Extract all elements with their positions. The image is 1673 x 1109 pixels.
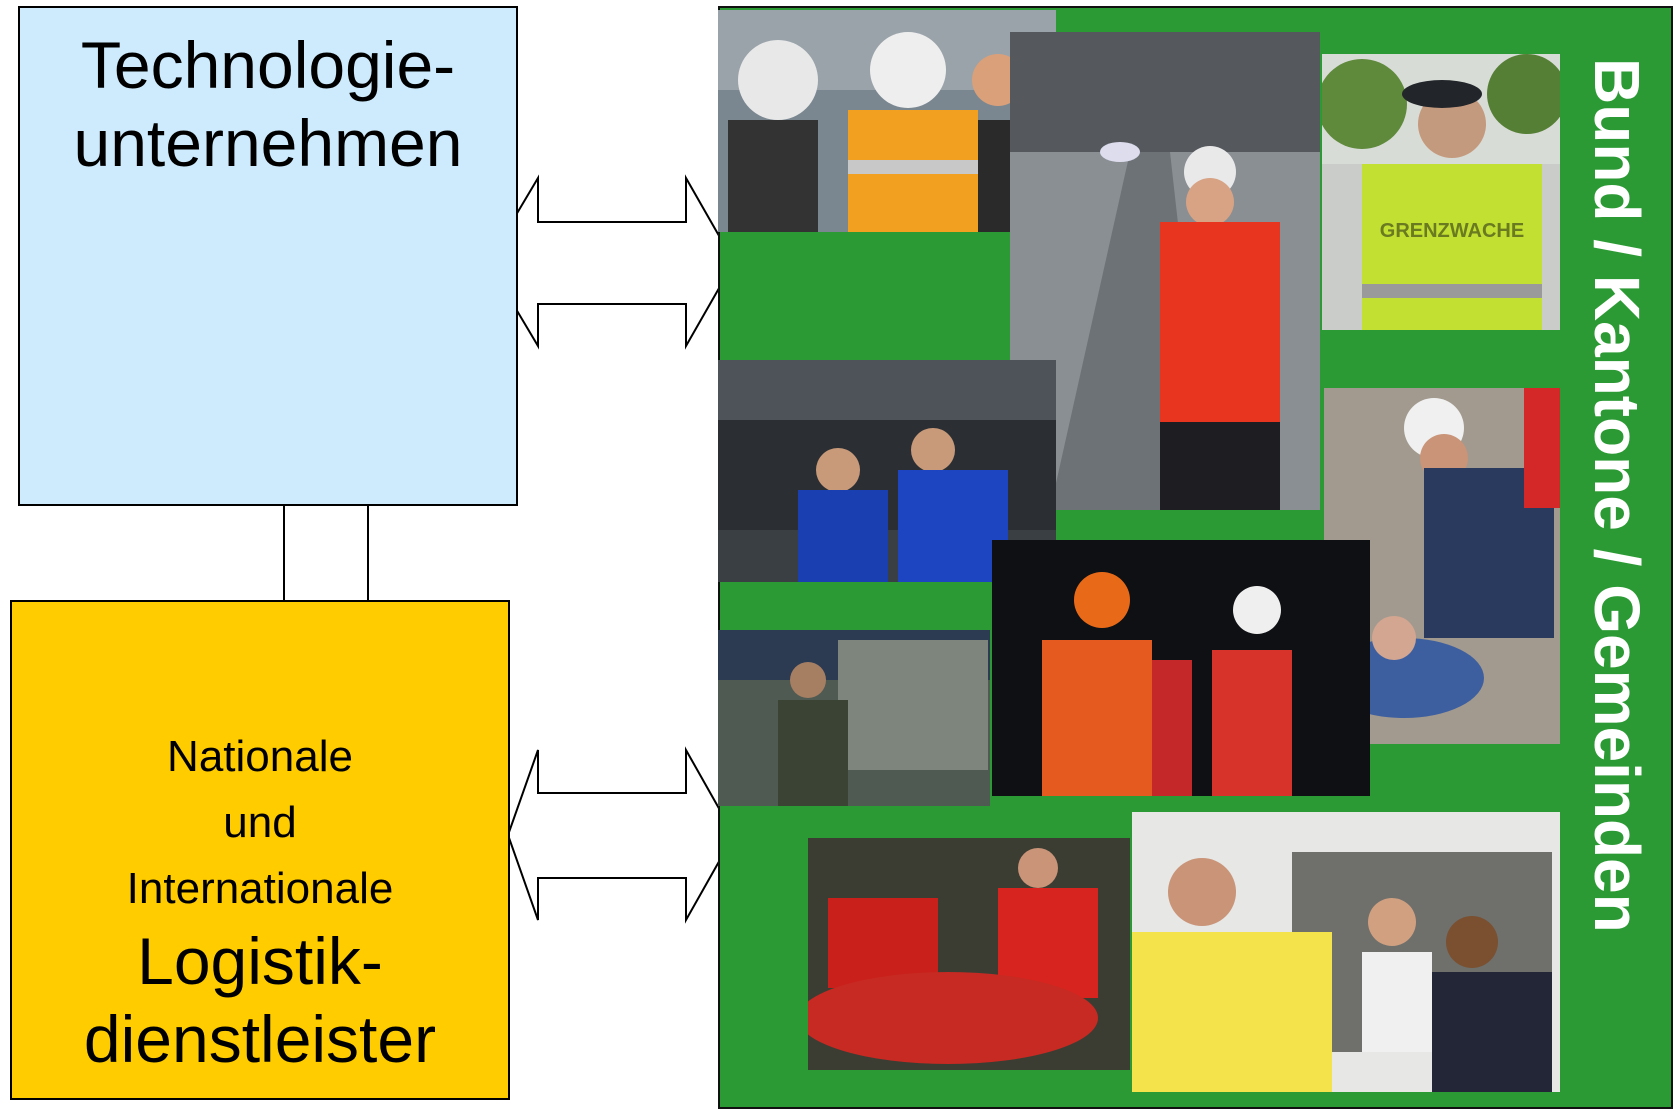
vest-text: GRENZWACHE [1380, 220, 1524, 242]
logistics-line-national: Nationale [167, 732, 353, 781]
logistics-line-and: und [223, 798, 297, 847]
tech-title-line-1: Technologie- [80, 28, 456, 102]
technology-companies-box: Technologie- unternehmen [18, 6, 518, 506]
tech-title-line-2: unternehmen [73, 106, 463, 180]
photo-police-van [1132, 812, 1560, 1092]
photo-rescue-night [992, 540, 1370, 796]
government-levels-label: Bund / Kantone / Gemeinden [1581, 58, 1653, 933]
double-arrow-bottom [506, 746, 736, 924]
photo-police-road [1010, 32, 1320, 510]
logistics-line-international: Internationale [126, 864, 394, 913]
logistics-line-logistik: Logistik- [137, 924, 383, 998]
photo-border-guard: GRENZWACHE [1322, 54, 1560, 330]
photo-soldier-vehicle [718, 630, 990, 806]
logistics-line-dienstleister: dienstleister [83, 1002, 437, 1076]
photo-firefighters-radio [718, 10, 1056, 232]
double-arrow-top [486, 174, 736, 350]
photo-paramedics [808, 838, 1130, 1070]
logistics-providers-box: Nationale und Internationale Logistik- d… [10, 600, 510, 1100]
logistics-providers-text: Nationale und Internationale Logistik- d… [12, 724, 508, 1078]
technology-companies-title: Technologie- unternehmen [20, 26, 516, 182]
